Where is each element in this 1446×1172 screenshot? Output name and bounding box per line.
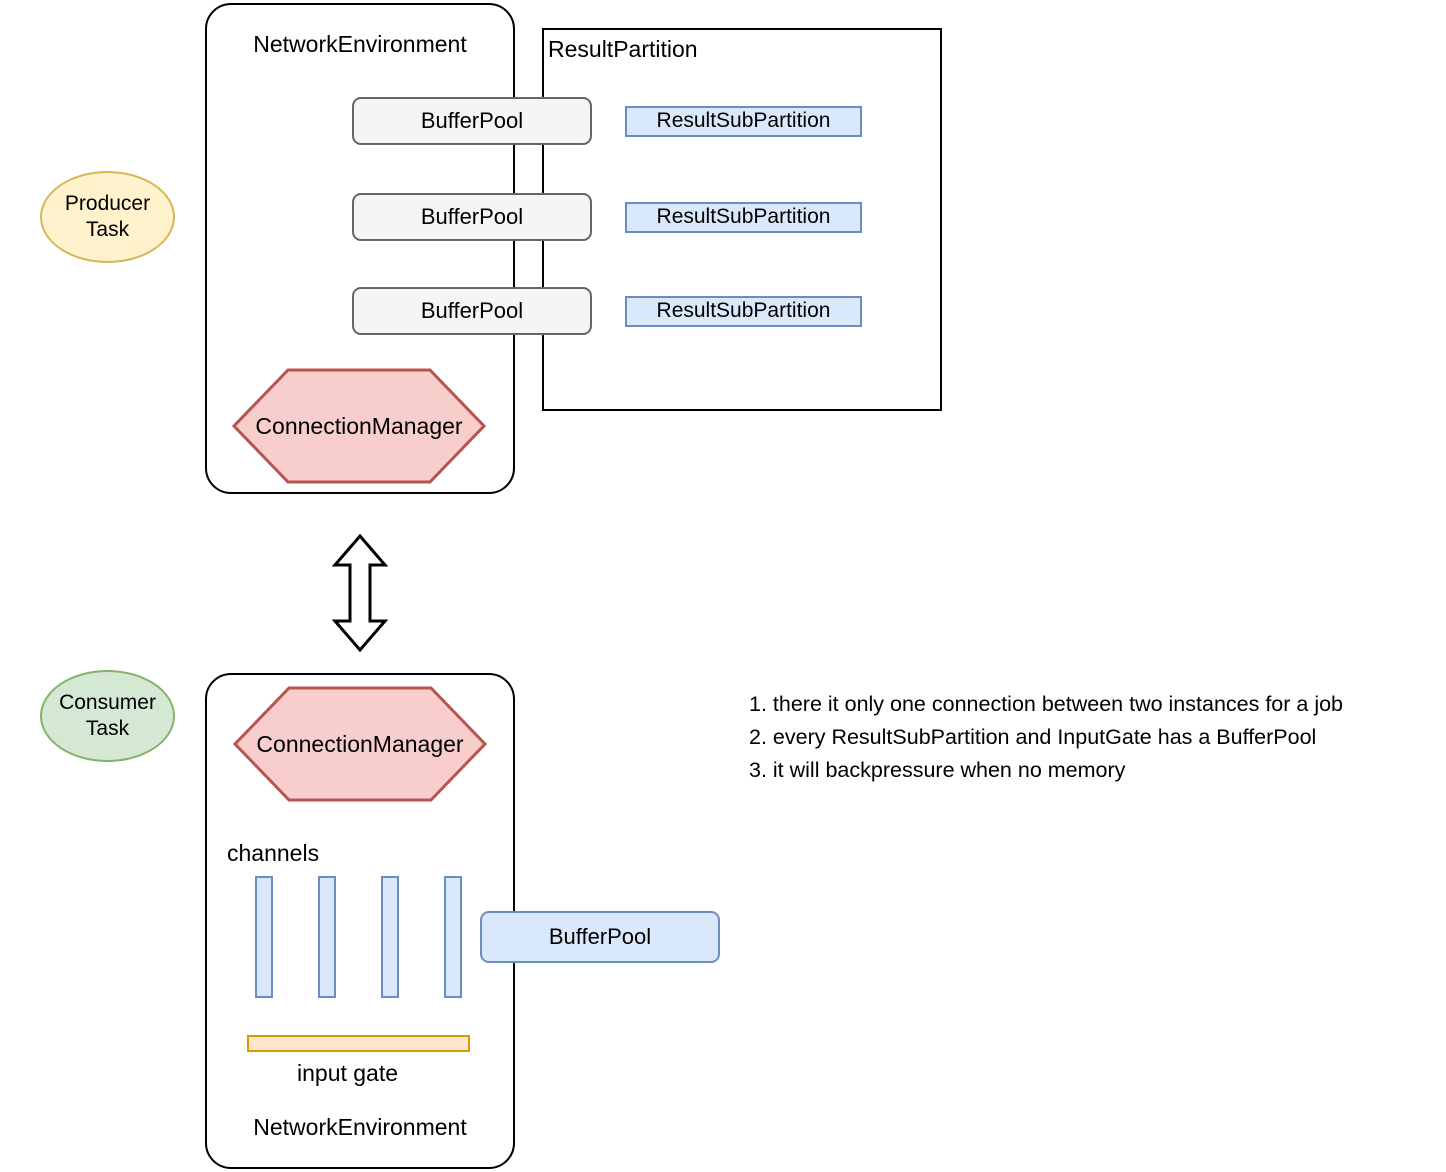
producer-connection-manager-label: ConnectionManager	[255, 412, 463, 439]
result-sub-partition-3-label: ResultSubPartition	[656, 299, 831, 323]
producer-bufferpool-3[interactable]: BufferPool	[352, 287, 592, 335]
hexagon-shape	[233, 686, 487, 802]
notes-block: 1. there it only one connection between …	[749, 688, 1343, 787]
producer-network-environment-label: NetworkEnvironment	[253, 31, 467, 57]
double-arrow-icon	[332, 533, 388, 653]
channel-bar-3[interactable]	[381, 876, 399, 998]
input-gate-bar[interactable]	[247, 1035, 470, 1052]
producer-connection-manager-hexagon[interactable]: ConnectionManager	[232, 368, 486, 484]
consumer-task-ellipse[interactable]: Consumer Task	[40, 670, 175, 762]
input-gate-label: input gate	[297, 1060, 399, 1086]
producer-task-ellipse[interactable]: Producer Task	[40, 171, 175, 263]
result-sub-partition-3[interactable]: ResultSubPartition	[625, 296, 862, 327]
producer-bufferpool-3-label: BufferPool	[420, 298, 524, 324]
producer-bufferpool-2-label: BufferPool	[420, 204, 524, 230]
result-sub-partition-2-label: ResultSubPartition	[656, 205, 831, 229]
bidirectional-arrow	[332, 533, 388, 653]
hexagon-shape	[232, 368, 486, 484]
channel-bar-2[interactable]	[318, 876, 336, 998]
producer-bufferpool-2[interactable]: BufferPool	[352, 193, 592, 241]
channels-label: channels	[227, 840, 320, 866]
result-sub-partition-1-label: ResultSubPartition	[656, 109, 831, 133]
channel-bar-1[interactable]	[255, 876, 273, 998]
consumer-bufferpool[interactable]: BufferPool	[480, 911, 720, 963]
consumer-connection-manager-label: ConnectionManager	[256, 730, 464, 757]
consumer-bufferpool-label: BufferPool	[548, 924, 652, 950]
result-sub-partition-2[interactable]: ResultSubPartition	[625, 202, 862, 233]
note-line-1: 1. there it only one connection between …	[749, 692, 1344, 716]
result-sub-partition-1[interactable]: ResultSubPartition	[625, 106, 862, 137]
consumer-task-label-line1: Consumer	[59, 690, 156, 714]
producer-task-label-line2: Task	[85, 218, 130, 241]
consumer-task-label-line2: Task	[85, 717, 130, 740]
consumer-network-environment-label: NetworkEnvironment	[253, 1113, 467, 1140]
producer-bufferpool-1[interactable]: BufferPool	[352, 97, 592, 145]
note-line-2: 2. every ResultSubPartition and InputGat…	[749, 725, 1317, 749]
note-line-3: 3. it will backpressure when no memory	[749, 758, 1126, 782]
consumer-connection-manager-hexagon[interactable]: ConnectionManager	[233, 686, 487, 802]
producer-task-label-line1: Producer	[64, 191, 151, 215]
channel-bar-4[interactable]	[444, 876, 462, 998]
producer-bufferpool-1-label: BufferPool	[420, 108, 524, 134]
result-partition-label: ResultPartition	[548, 36, 698, 62]
